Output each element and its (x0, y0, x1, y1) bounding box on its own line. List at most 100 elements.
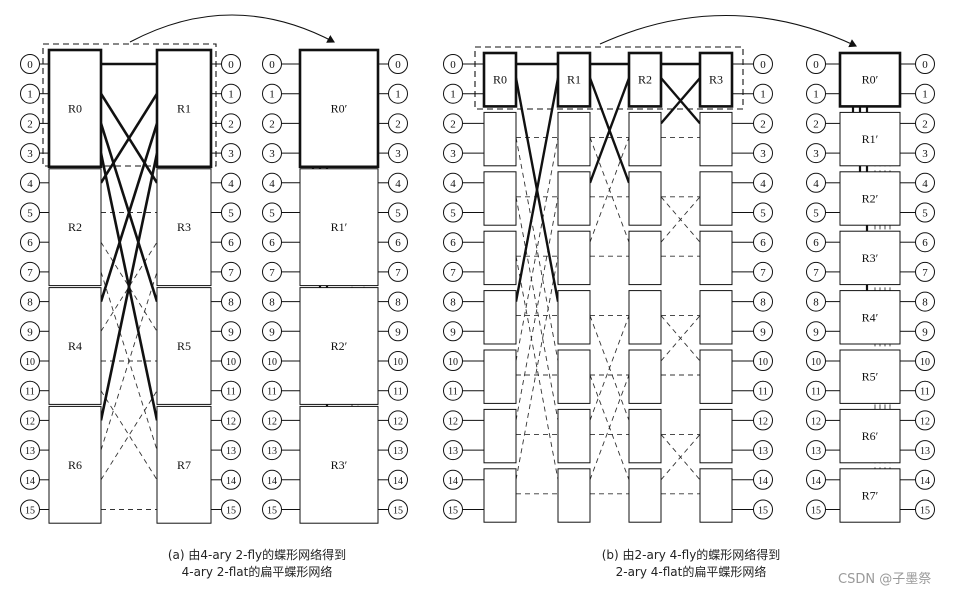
mapping-arrows (42, 14, 857, 167)
node-6-label: 6 (269, 237, 275, 249)
node-4-label: 4 (269, 178, 275, 190)
router-a-R3-box (156, 168, 212, 287)
node-10-label: 10 (25, 357, 35, 368)
node-3-label: 3 (922, 148, 928, 160)
node-11-label: 11 (25, 387, 35, 398)
node-11-label: 11 (920, 387, 930, 398)
router-a-R1-label: R1 (177, 101, 191, 115)
node-13-label: 13 (267, 446, 277, 457)
node-0-label: 0 (27, 59, 33, 71)
node-13-label: 13 (393, 446, 403, 457)
node-15-label: 15 (758, 506, 768, 517)
router-b-c1-p1-box (557, 111, 591, 167)
router-b-c2-p1-box (628, 111, 662, 167)
node-5-label: 5 (760, 208, 766, 220)
router-a-R5-box (156, 287, 212, 405)
node-12-label: 12 (25, 416, 35, 427)
node-3-label: 3 (760, 148, 766, 160)
node-12-label: 12 (920, 416, 930, 427)
router-b-flat-2-label: R2′ (862, 192, 879, 206)
node-4-label: 4 (813, 178, 819, 190)
node-13-label: 13 (448, 446, 458, 457)
node-0-label: 0 (269, 59, 275, 71)
router-b-flat-6-box (839, 408, 901, 464)
router-b-c3-p7-box (699, 468, 733, 523)
router-b-flat-1-label: R1′ (862, 132, 879, 146)
node-12-label: 12 (448, 416, 458, 427)
router-b-c2-p6-box (628, 408, 662, 464)
node-9-label: 9 (395, 326, 401, 338)
node-14-label: 14 (267, 476, 277, 487)
router-a-flat-3-box (299, 405, 379, 524)
router-b-c1-p0-label: R1 (567, 73, 581, 87)
link-a-L3-R1 (100, 271, 158, 451)
node-3-label: 3 (269, 148, 275, 160)
node-2-label: 2 (27, 118, 33, 130)
node-6-label: 6 (450, 237, 456, 249)
node-13-label: 13 (758, 446, 768, 457)
node-10-label: 10 (448, 357, 458, 368)
caption-a: (a) 由4-ary 2-fly的蝶形网络得到 4-ary 2-flat的扁平蝶… (132, 547, 382, 581)
node-9-label: 9 (760, 326, 766, 338)
router-a-R7-label: R7 (177, 458, 191, 472)
node-7-label: 7 (760, 267, 766, 279)
router-b-c3-p1-box (699, 111, 733, 167)
node-13-label: 13 (920, 446, 930, 457)
node-5-label: 5 (228, 208, 234, 220)
link-b-s1-cross-7 (589, 374, 630, 480)
node-9-label: 9 (27, 326, 33, 338)
node-3-label: 3 (395, 148, 401, 160)
node-0-label: 0 (395, 59, 401, 71)
group-box-a (42, 43, 217, 167)
node-0-label: 0 (922, 59, 928, 71)
link-b-s0-cross-3 (515, 256, 559, 480)
link-a-L2-R0 (99, 123, 159, 302)
router-b-c1-p7-box (557, 468, 591, 523)
router-a-R7-box (156, 405, 212, 524)
router-b-flat-1-box (839, 111, 901, 167)
node-6-label: 6 (922, 237, 928, 249)
link-a-L1-R0 (99, 93, 159, 184)
node-7-label: 7 (922, 267, 928, 279)
node-13-label: 13 (25, 446, 35, 457)
router-b-c3-p6-box (699, 408, 733, 464)
link-b-s0-cross-7 (515, 256, 559, 480)
router-b-c3-p0-box (698, 51, 734, 108)
node-8-label: 8 (395, 297, 401, 309)
node-14-label: 14 (25, 476, 35, 487)
router-b-flat-5-label: R5′ (862, 370, 879, 384)
router-b-c0-p7-box (483, 468, 517, 523)
router-b-c2-p0-box (627, 51, 663, 108)
node-14-label: 14 (448, 476, 458, 487)
router-a-flat-3-label: R3′ (331, 458, 348, 472)
node-4-label: 4 (27, 178, 33, 190)
node-0-label: 0 (450, 59, 456, 71)
node-5-label: 5 (27, 208, 33, 220)
router-a-flat-2-box (299, 287, 379, 405)
node-9-label: 9 (228, 326, 234, 338)
node-15-label: 15 (226, 506, 236, 517)
node-6-label: 6 (395, 237, 401, 249)
node-4-label: 4 (395, 178, 401, 190)
node-9-label: 9 (450, 326, 456, 338)
node-3-label: 3 (450, 148, 456, 160)
node-8-label: 8 (450, 297, 456, 309)
link-b-s1-cross-2 (588, 77, 631, 184)
node-14-label: 14 (758, 476, 768, 487)
link-b-s2-cross-3 (660, 196, 701, 243)
router-a-R3-label: R3 (177, 220, 191, 234)
node-2-label: 2 (269, 118, 275, 130)
node-15-label: 15 (811, 506, 821, 517)
node-2-label: 2 (922, 118, 928, 130)
terminal-nodes: 0123456789101112131415012345678910111213… (20, 54, 935, 520)
node-2-label: 2 (228, 118, 234, 130)
node-2-label: 2 (395, 118, 401, 130)
router-b-c0-p0-label: R0 (493, 73, 507, 87)
router-b-c0-p0-box (482, 51, 518, 108)
router-a-R6-box (48, 405, 102, 524)
router-b-c2-p2-box (628, 171, 662, 226)
node-0-label: 0 (228, 59, 234, 71)
node-15-label: 15 (267, 506, 277, 517)
link-b-s0-cross-5 (515, 137, 559, 362)
